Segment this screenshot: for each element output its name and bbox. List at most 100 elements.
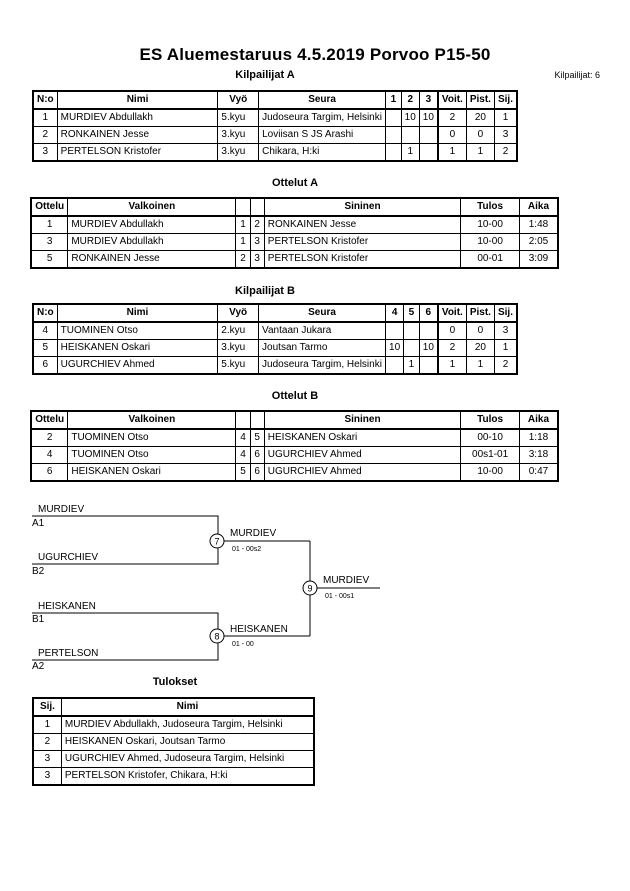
bracket-m9-number: 9 <box>307 584 312 594</box>
bracket-bot2-name: PERTELSON <box>38 648 98 659</box>
cell: 4 <box>32 321 58 340</box>
cell: 2 <box>249 215 265 234</box>
cell: 3 <box>249 233 265 251</box>
cell: UGURCHIEV Ahmed <box>263 463 462 482</box>
table-row: 3 UGURCHIEV Ahmed, Judoseura Targim, Hel… <box>32 750 315 768</box>
cell <box>385 108 402 127</box>
table-row: 1 MURDIEV Abdullakh 5.kyu Judoseura Targ… <box>32 108 518 127</box>
cell: 5 <box>235 463 251 482</box>
col-header: Voit. <box>436 90 467 110</box>
col-header: 4 <box>385 303 405 323</box>
cell: TUOMINEN Otso <box>67 446 237 464</box>
cell: Judoseura Targim, Helsinki <box>258 108 387 127</box>
cell: MURDIEV Abdullakh <box>56 108 219 127</box>
table-header-row: N:o Nimi Vyö Seura 4 5 6 Voit. Pist. Sij… <box>32 303 518 323</box>
cell: Chikara, H:ki <box>258 143 387 162</box>
matches-a-table: Ottelu Valkoinen Sininen Tulos Aika 1 MU… <box>30 197 559 269</box>
cell <box>400 126 420 144</box>
table-row: 1 MURDIEV Abdullakh, Judoseura Targim, H… <box>32 715 315 734</box>
cell: 2.kyu <box>217 321 260 340</box>
cell: 4 <box>235 428 251 447</box>
table-row: 1 MURDIEV Abdullakh 1 2 RONKAINEN Jesse … <box>30 215 559 234</box>
cell: HEISKANEN Oskari <box>67 463 237 482</box>
col-header: N:o <box>32 90 58 110</box>
col-header: Aika <box>518 197 559 217</box>
cell: 6 <box>30 463 69 482</box>
col-header: Ottelu <box>30 410 69 430</box>
cell: 1 <box>400 143 420 162</box>
col-header: Vyö <box>217 303 260 323</box>
col-header: Tulos <box>460 197 520 217</box>
cell: 6 <box>249 446 265 464</box>
col-header: Nimi <box>56 90 219 110</box>
cell: 10-00 <box>460 215 520 234</box>
cell: 20 <box>465 108 495 127</box>
table-row: 6 HEISKANEN Oskari 5 6 UGURCHIEV Ahmed 1… <box>30 463 559 482</box>
cell: 3.kyu <box>217 143 260 162</box>
cell: 2 <box>436 108 467 127</box>
cell: 5.kyu <box>217 108 260 127</box>
cell: 0:47 <box>518 463 559 482</box>
cell: MURDIEV Abdullakh <box>67 215 237 234</box>
col-header: Voit. <box>436 303 467 323</box>
cell <box>403 321 420 340</box>
col-header: Pist. <box>465 90 495 110</box>
pool-a-title: Kilpailijat A <box>235 69 295 81</box>
bracket-bot1-name: HEISKANEN <box>38 601 96 612</box>
results-title: Tulokset <box>152 676 198 688</box>
col-header: Tulos <box>460 410 520 430</box>
col-header: 1 <box>385 90 402 110</box>
cell <box>385 356 405 375</box>
cell: 3 <box>32 143 58 162</box>
cell: TUOMINEN Otso <box>56 321 219 340</box>
cell: 1 <box>493 339 518 357</box>
cell: 3 <box>493 321 518 340</box>
col-header: Sininen <box>263 197 462 217</box>
matches-a-title: Ottelut A <box>271 177 319 189</box>
pool-b-table: N:o Nimi Vyö Seura 4 5 6 Voit. Pist. Sij… <box>32 303 518 375</box>
col-header: 2 <box>400 90 420 110</box>
cell: HEISKANEN Oskari <box>56 339 219 357</box>
cell: 2:05 <box>518 233 559 251</box>
cell: 10-00 <box>460 233 520 251</box>
cell: PERTELSON Kristofer <box>263 250 462 269</box>
cell: 1 <box>465 356 495 375</box>
cell: 5 <box>30 250 69 269</box>
cell: 1 <box>32 715 62 734</box>
matches-b-title: Ottelut B <box>271 390 319 402</box>
cell: 10 <box>418 339 439 357</box>
cell: 1:48 <box>518 215 559 234</box>
cell: MURDIEV Abdullakh, Judoseura Targim, Hel… <box>60 715 315 734</box>
cell: MURDIEV Abdullakh <box>67 233 237 251</box>
cell: 2 <box>436 339 467 357</box>
col-header: Sij. <box>493 90 518 110</box>
table-row: 3 PERTELSON Kristofer 3.kyu Chikara, H:k… <box>32 143 518 162</box>
bracket-m8-number: 8 <box>214 632 219 642</box>
cell: 1 <box>465 143 495 162</box>
cell: 3.kyu <box>217 126 260 144</box>
cell: 1 <box>32 108 58 127</box>
participants-count: Kilpailijat: 6 <box>554 70 600 80</box>
cell: HEISKANEN Oskari <box>263 428 462 447</box>
col-header: Seura <box>258 90 387 110</box>
cell: 4 <box>30 446 69 464</box>
col-header <box>235 197 251 217</box>
col-header: Sij. <box>493 303 518 323</box>
cell: 2 <box>30 428 69 447</box>
cell: 10 <box>418 108 439 127</box>
cell: 3 <box>249 250 265 269</box>
cell: HEISKANEN Oskari, Joutsan Tarmo <box>60 733 315 751</box>
table-row: 2 TUOMINEN Otso 4 5 HEISKANEN Oskari 00-… <box>30 428 559 447</box>
cell <box>385 143 402 162</box>
cell: Judoseura Targim, Helsinki <box>258 356 387 375</box>
cell: UGURCHIEV Ahmed <box>56 356 219 375</box>
col-header <box>235 410 251 430</box>
bracket-bot2-seed: A2 <box>32 661 45 672</box>
table-row: 4 TUOMINEN Otso 2.kyu Vantaan Jukara 0 0… <box>32 321 518 340</box>
col-header: Seura <box>258 303 387 323</box>
cell: 20 <box>465 339 495 357</box>
cell: 6 <box>32 356 58 375</box>
cell: 00s1-01 <box>460 446 520 464</box>
cell: RONKAINEN Jesse <box>67 250 237 269</box>
col-header <box>249 197 265 217</box>
